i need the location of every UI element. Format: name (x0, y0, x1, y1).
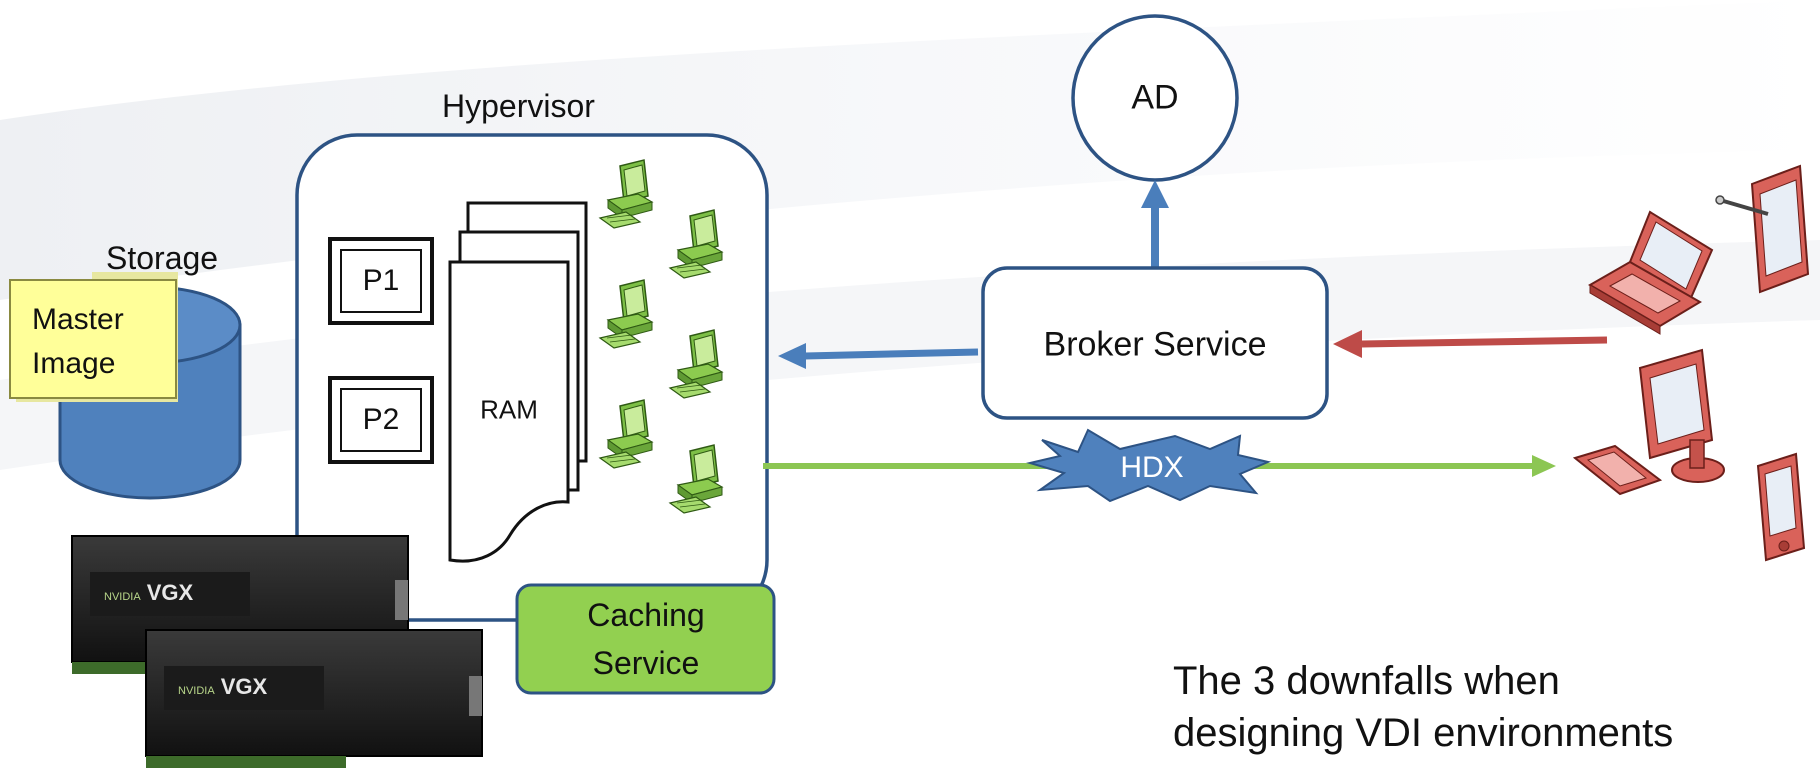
arrow-broker-to-ad (1141, 180, 1169, 268)
laptop-icon (1588, 210, 1714, 335)
arrow-broker-to-hypervisor (778, 343, 979, 369)
gpu-1-label: NVIDIA VGX (104, 580, 193, 606)
caption: The 3 downfalls when designing VDI envir… (1173, 655, 1673, 759)
desktop-client-icon (1572, 348, 1725, 496)
broker-service-box (981, 266, 1329, 420)
gpu-1-model: VGX (146, 580, 194, 605)
cpu-p1 (328, 237, 434, 325)
caption-line-2: designing VDI environments (1173, 711, 1674, 755)
hdx-label: HDX (1120, 451, 1184, 484)
master-image-label: Master Image (32, 303, 124, 380)
arrow-clients-to-broker (1333, 330, 1608, 358)
gpu-2-brand: NVIDIA (178, 685, 215, 697)
cpu-p2 (328, 376, 434, 464)
phone-icon (1756, 452, 1806, 562)
ram-label: RAM (480, 394, 538, 425)
gpu-1-brand: NVIDIA (104, 591, 141, 603)
tablet-icon (1715, 164, 1810, 294)
hypervisor-label: Hypervisor (442, 88, 595, 124)
hdx-burst (1026, 428, 1272, 503)
master-image-note (9, 272, 178, 402)
caption-line-1: The 3 downfalls when (1173, 659, 1560, 703)
caching-service-box (515, 583, 776, 695)
ram-stack (448, 201, 588, 563)
p1-label: P1 (362, 264, 400, 297)
p2-label: P2 (362, 403, 400, 436)
storage-label: Storage (106, 240, 219, 276)
broker-service-label: Broker Service (1043, 325, 1267, 364)
caching-service-label: Caching Service (587, 597, 705, 681)
gpu-2-model: VGX (220, 674, 268, 699)
gpu-card-icon (145, 629, 483, 768)
ad-label: AD (1131, 78, 1179, 117)
gpu-2-label: NVIDIA VGX (178, 674, 267, 700)
